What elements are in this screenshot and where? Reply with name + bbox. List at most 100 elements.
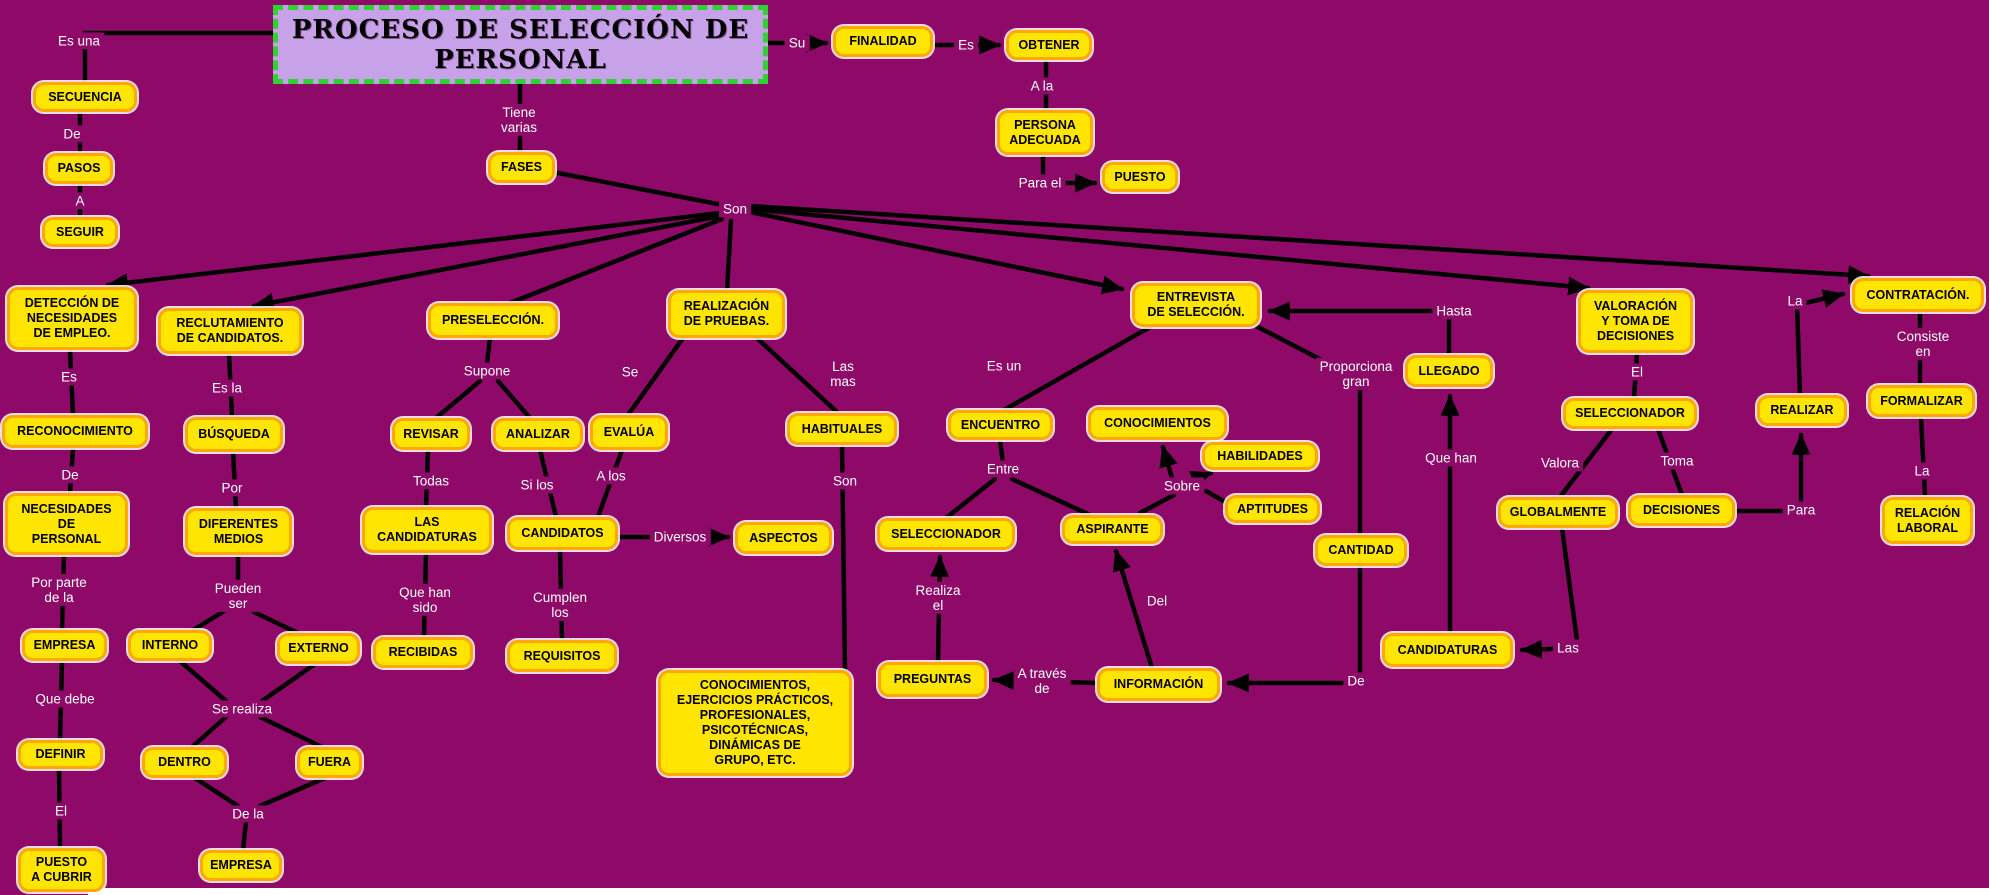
concept-node-deteccion[interactable]: DETECCIÓN DE NECESIDADES DE EMPLEO. <box>7 287 137 350</box>
concept-node-reconocimiento[interactable]: RECONOCIMIENTO <box>2 415 148 448</box>
connector-line <box>421 550 429 640</box>
connector-line <box>724 218 734 293</box>
connector-line <box>1040 152 1098 193</box>
connector-line <box>1159 444 1178 481</box>
concept-node-realizar[interactable]: REALIZAR <box>1757 395 1847 426</box>
concept-node-informacion[interactable]: INFORMACIÓN <box>1097 668 1220 701</box>
concept-node-persona-adecuada[interactable]: PERSONA ADECUADA <box>997 110 1093 155</box>
connector-line <box>1137 492 1177 516</box>
connector-line <box>259 661 318 704</box>
concept-node-valoracion[interactable]: VALORACIÓN Y TOMA DE DECISIONES <box>1578 290 1693 353</box>
connector-line <box>943 476 998 521</box>
concept-node-obtener[interactable]: OBTENER <box>1006 30 1092 60</box>
concept-node-interno[interactable]: INTERNO <box>128 630 212 661</box>
connector-line <box>997 437 1006 466</box>
connector-line <box>423 447 431 510</box>
concept-node-analizar[interactable]: ANALIZAR <box>493 418 583 450</box>
connector-line <box>1918 414 1928 500</box>
concept-node-tipos-de-pruebas[interactable]: CONOCIMIENTOS, EJERCICIOS PRÁCTICOS, PRO… <box>658 670 852 776</box>
concept-node-puesto[interactable]: PUESTO <box>1102 162 1178 192</box>
connector-line <box>82 30 276 85</box>
connector-line <box>59 552 67 633</box>
connector-line <box>67 347 76 418</box>
concept-node-definir[interactable]: DEFINIR <box>18 740 103 769</box>
connector-line <box>257 714 325 750</box>
concept-node-formalizar[interactable]: FORMALIZAR <box>1868 385 1975 417</box>
connector-line <box>1189 470 1214 489</box>
concept-node-aspirante[interactable]: ASPIRANTE <box>1062 515 1163 544</box>
connector-line <box>550 169 736 210</box>
concept-node-las-candidaturas[interactable]: LAS CANDIDATURAS <box>362 507 492 553</box>
concept-node-realizacion[interactable]: REALIZACIÓN DE PRUEBAS. <box>668 290 785 338</box>
connector-line <box>991 671 1100 691</box>
connector-line <box>495 378 533 421</box>
connector-line <box>1655 426 1685 498</box>
concept-node-habituales[interactable]: HABITUALES <box>787 413 897 445</box>
connector-line <box>930 554 950 665</box>
concept-node-puesto-a-cubrir[interactable]: PUESTO A CUBRIR <box>18 848 105 892</box>
concept-node-conocimientos[interactable]: CONOCIMIENTOS <box>1088 407 1227 440</box>
concept-node-reclutamiento[interactable]: RECLUTAMIENTO DE CANDIDATOS. <box>158 308 302 354</box>
concept-node-fuera[interactable]: FUERA <box>297 747 362 778</box>
concept-node-aspectos[interactable]: ASPECTOS <box>735 522 832 554</box>
concept-node-candidatos[interactable]: CANDIDATOS <box>507 517 618 550</box>
connector-line <box>257 775 328 809</box>
concept-node-revisar[interactable]: REVISAR <box>392 418 470 450</box>
connector-line <box>1631 350 1640 401</box>
concept-node-evalua[interactable]: EVALÚA <box>590 415 668 450</box>
connector-line <box>754 335 841 416</box>
connector-line <box>507 216 725 306</box>
concept-node-encuentro[interactable]: ENCUENTRO <box>948 410 1053 440</box>
connector-line <box>230 449 239 511</box>
concept-node-relacion-laboral[interactable]: RELACIÓN LABORAL <box>1882 497 1973 544</box>
concept-node-cantidad[interactable]: CANTIDAD <box>1315 535 1407 566</box>
connector-line <box>1519 525 1581 659</box>
concept-node-necesidades-personal[interactable]: NECESIDADES DE PERSONAL <box>5 493 128 555</box>
connector-line <box>56 766 63 851</box>
concept-node-seleccionador-derecha[interactable]: SELECCIONADOR <box>1563 398 1697 429</box>
connector-line <box>484 335 493 366</box>
concept-node-decisiones[interactable]: DECISIONES <box>1628 495 1735 526</box>
concept-node-pasos[interactable]: PASOS <box>45 153 113 184</box>
connector-line <box>1112 548 1155 671</box>
connector-line <box>1794 289 1846 398</box>
connector-line <box>1557 426 1615 500</box>
concept-node-fases[interactable]: FASES <box>488 152 555 183</box>
concept-node-recibidas[interactable]: RECIBIDAS <box>373 637 473 668</box>
concept-node-empresa-centro[interactable]: EMPRESA <box>200 850 282 881</box>
concept-node-dentro[interactable]: DENTRO <box>142 747 227 778</box>
connector-line <box>1001 324 1153 413</box>
connector-line <box>187 607 229 635</box>
connector-line <box>557 547 565 643</box>
concept-node-seleccionador-izquierda[interactable]: SELECCIONADOR <box>877 518 1015 550</box>
connector-line <box>57 658 65 743</box>
connector-line <box>625 335 686 418</box>
connector-line <box>240 819 249 853</box>
map-title-node[interactable]: PROCESO DE SELECCIÓN DE PERSONAL <box>273 5 768 84</box>
connector-line <box>595 447 625 520</box>
concept-node-candidaturas[interactable]: CANDIDATURAS <box>1382 633 1513 667</box>
concept-node-externo[interactable]: EXTERNO <box>277 633 360 664</box>
concept-node-empresa-izquierda[interactable]: EMPRESA <box>22 630 107 661</box>
concept-node-finalidad[interactable]: FINALIDAD <box>833 26 933 57</box>
concept-node-contratacion[interactable]: CONTRATACIÓN. <box>1852 278 1984 312</box>
concept-node-busqueda[interactable]: BÚSQUEDA <box>185 417 283 452</box>
concept-node-secuencia[interactable]: SECUENCIA <box>33 82 137 112</box>
concept-node-preguntas[interactable]: PREGUNTAS <box>878 662 987 697</box>
concept-node-requisitos[interactable]: REQUISITOS <box>507 640 617 672</box>
concept-node-habilidades[interactable]: HABILIDADES <box>1202 442 1318 470</box>
connector-line <box>747 206 1591 296</box>
connector-line <box>67 445 76 496</box>
connector-line <box>192 775 241 809</box>
concept-node-seguir[interactable]: SEGUIR <box>42 217 118 247</box>
concept-node-diferentes-medios[interactable]: DIFERENTES MEDIOS <box>185 508 292 555</box>
connector-line <box>251 213 723 312</box>
concept-node-llegado[interactable]: LLEGADO <box>1405 355 1493 387</box>
concept-node-globalmente[interactable]: GLOBALMENTE <box>1498 497 1618 528</box>
concept-node-entrevista[interactable]: ENTREVISTA DE SELECCIÓN. <box>1132 283 1260 327</box>
connector-line <box>177 658 229 704</box>
connector-line <box>537 447 559 520</box>
concept-node-aptitudes[interactable]: APTITUDES <box>1225 495 1320 523</box>
concept-node-preseleccion[interactable]: PRESELECCIÓN. <box>428 303 558 338</box>
